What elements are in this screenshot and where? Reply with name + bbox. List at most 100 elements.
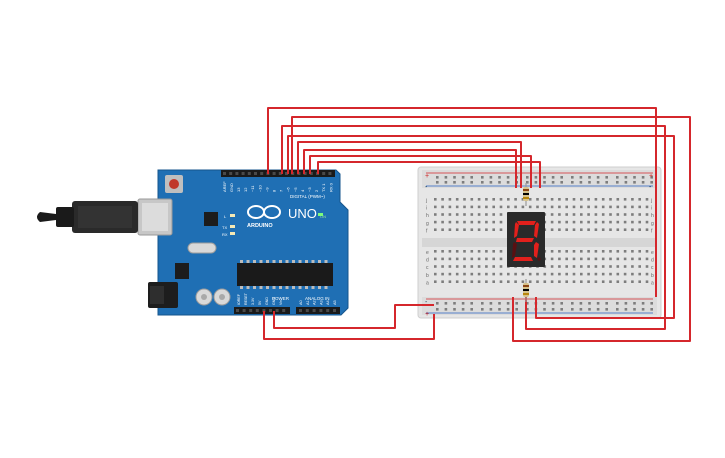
- analog-pin-label: A5: [333, 300, 337, 305]
- digital-pin-label: ~6: [286, 187, 291, 192]
- header-pin-label: GND: [229, 183, 234, 192]
- l-led: [230, 214, 235, 217]
- digital-pin-label: 8: [272, 189, 277, 192]
- row-letter: f: [426, 228, 428, 234]
- on-led: [318, 213, 323, 216]
- digital-pin-label: 2: [314, 189, 319, 192]
- digital-header-label: DIGITAL (PWM~): [290, 194, 325, 199]
- digital-pin-label: 7: [279, 189, 284, 192]
- tx-led-label: TX: [222, 225, 227, 230]
- power-pin-label: Vin: [279, 300, 283, 305]
- power-pin-label: GND: [265, 297, 269, 305]
- uno-logo-text: UNO: [288, 206, 317, 221]
- display-segments: [512, 221, 539, 261]
- analog-pin-label: A4: [326, 300, 330, 305]
- l-led-label: L: [224, 214, 227, 219]
- row-letter: j: [650, 198, 652, 204]
- row-letter: h: [426, 213, 429, 219]
- power-header-label: POWER: [272, 296, 290, 301]
- digital-pin-label: TX 1: [321, 183, 326, 192]
- digital-pin-label: 13: [236, 187, 241, 192]
- resistor-top[interactable]: [523, 183, 529, 206]
- wire-top-3: [281, 125, 666, 330]
- rx-led: [230, 232, 235, 235]
- crystal-oscillator: [187, 242, 217, 254]
- analog-pin-label: A2: [313, 300, 317, 305]
- power-pin-label: RESET: [244, 292, 248, 305]
- row-letter: b: [426, 273, 429, 279]
- rail-plus-label-right: +: [649, 173, 653, 180]
- seven-segment-display[interactable]: 9: [0, 0, 545, 267]
- segment-a: [517, 221, 536, 225]
- row-letter: d: [426, 258, 429, 264]
- wire-top-1: [267, 107, 657, 297]
- rail-plus-label-bottom: +: [425, 311, 429, 318]
- row-letter: i: [426, 206, 427, 212]
- row-letter: j: [425, 198, 427, 204]
- rail-plus-label: +: [425, 173, 429, 180]
- wire-top-4: [287, 135, 675, 319]
- wire-top-6: [303, 149, 517, 188]
- decimal-point: [537, 257, 541, 261]
- digital-header[interactable]: [221, 170, 335, 177]
- segment-c: [534, 242, 539, 258]
- atmega-chip: [237, 263, 333, 286]
- row-letter: c: [426, 265, 429, 271]
- digital-pin-label: ~11: [250, 185, 255, 192]
- row-letter: g: [651, 221, 654, 227]
- row-letter: g: [426, 221, 429, 227]
- power-pin-label: 5V: [258, 300, 262, 305]
- row-letter: h: [651, 213, 654, 219]
- rx-led-label: RX: [222, 232, 228, 237]
- analog-pin-label: A3: [319, 300, 323, 305]
- analog-header[interactable]: [296, 307, 340, 314]
- digital-pin-label: ~5: [293, 187, 298, 192]
- row-letter: a: [651, 280, 654, 286]
- arduino-uno-board[interactable]: DIGITAL (PWM~) POWER ANALOG IN UNO ARDUI…: [137, 169, 349, 316]
- digital-pin-label: 12: [243, 187, 248, 192]
- row-letter: i: [651, 206, 652, 212]
- power-pin-label: IOREF: [237, 293, 241, 305]
- row-letter: c: [651, 265, 654, 271]
- on-led-label: ON: [320, 214, 326, 219]
- row-letter: b: [651, 273, 654, 279]
- row-letter: d: [651, 258, 654, 264]
- wires[interactable]: [263, 107, 691, 342]
- digital-pin-label: 4: [300, 189, 305, 192]
- digital-pin-label: RX 0: [328, 182, 333, 192]
- rail-minus-label: -: [425, 184, 428, 191]
- power-pin-label: 3.3V: [251, 297, 255, 305]
- analog-pin-label: A1: [306, 300, 310, 305]
- rail-minus-label-bottom: -: [425, 299, 428, 306]
- arduino-brand-text: ARDUINO: [247, 223, 273, 229]
- row-letter: a: [426, 280, 429, 286]
- row-letter: e: [651, 250, 654, 256]
- usb-cable: [37, 201, 138, 233]
- wire-top-5: [297, 141, 522, 188]
- regulator-chip: [175, 263, 189, 279]
- wire-gnd-2: [273, 304, 434, 329]
- power-pin-label: GND: [272, 297, 276, 305]
- digital-pin-label: ~10: [257, 184, 262, 192]
- bottom-power-rail: [422, 297, 657, 315]
- segment-b: [534, 222, 539, 238]
- segment-f: [514, 222, 519, 238]
- row-letter: e: [426, 250, 429, 256]
- tx-led: [230, 225, 235, 228]
- wire-top-7: [309, 155, 532, 188]
- digital-pin-label: ~9: [264, 187, 269, 192]
- wire-gnd: [263, 311, 435, 340]
- rail-minus-label-right: -: [649, 184, 652, 191]
- header-pin-label: AREF: [222, 181, 227, 192]
- row-letter: f: [651, 228, 653, 234]
- wire-top-8: [317, 161, 541, 188]
- power-header[interactable]: [234, 307, 290, 314]
- segment-e: [512, 242, 517, 258]
- resistor-bottom[interactable]: [523, 279, 529, 302]
- analog-header-label: ANALOG IN: [305, 296, 330, 301]
- reset-button-cap[interactable]: [169, 179, 179, 189]
- segment-d: [513, 257, 533, 261]
